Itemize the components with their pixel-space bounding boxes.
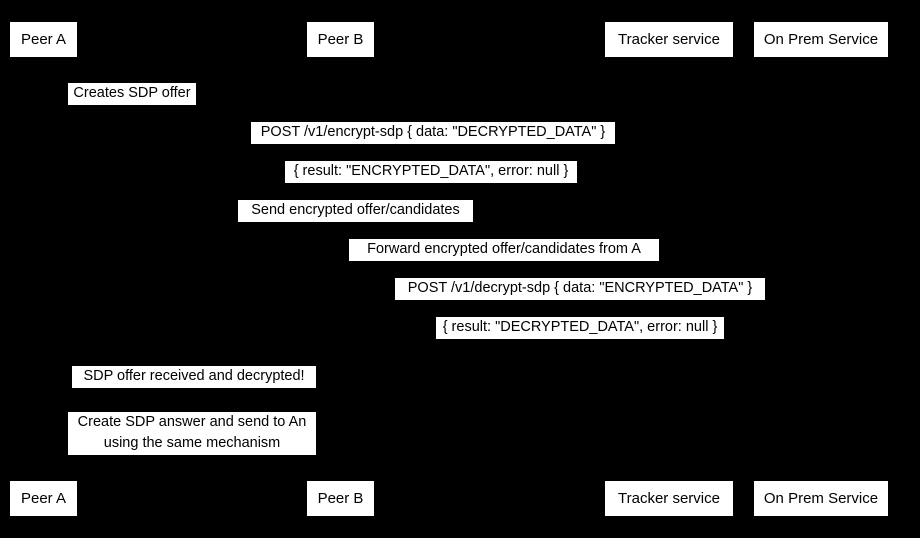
footer-participant-label-peer-b: Peer B: [317, 490, 364, 507]
header-participant-tracker-service[interactable]: Tracker service: [605, 22, 733, 57]
footer-participant-peer-a[interactable]: Peer A: [10, 481, 77, 516]
message-label-creates-sdp-offer: Creates SDP offer: [68, 83, 196, 105]
lifeline-on-prem-service: [821, 57, 822, 481]
note-create-sdp-answer: Create SDP answer and send to An using t…: [68, 412, 316, 455]
header-participant-label-tracker-service: Tracker service: [618, 31, 720, 48]
message-label-decrypt-sdp-result: { result: "DECRYPTED_DATA", error: null …: [436, 317, 724, 339]
header-participant-peer-b[interactable]: Peer B: [307, 22, 374, 57]
footer-participant-label-tracker-service: Tracker service: [618, 490, 720, 507]
footer-participant-label-peer-a: Peer A: [20, 490, 67, 507]
footer-participant-tracker-service[interactable]: Tracker service: [605, 481, 733, 516]
header-participant-label-peer-b: Peer B: [317, 31, 364, 48]
message-label-post-encrypt-sdp: POST /v1/encrypt-sdp { data: "DECRYPTED_…: [251, 122, 615, 144]
footer-participant-peer-b[interactable]: Peer B: [307, 481, 374, 516]
header-participant-peer-a[interactable]: Peer A: [10, 22, 77, 57]
footer-participant-label-on-prem-service: On Prem Service: [763, 490, 879, 507]
message-label-forward-encrypted-offer: Forward encrypted offer/candidates from …: [349, 239, 659, 261]
message-label-post-decrypt-sdp: POST /v1/decrypt-sdp { data: "ENCRYPTED_…: [395, 278, 765, 300]
lifeline-tracker-service: [669, 57, 670, 481]
header-participant-on-prem-service[interactable]: On Prem Service: [754, 22, 888, 57]
header-participant-label-peer-a: Peer A: [20, 31, 67, 48]
message-label-encrypt-sdp-result: { result: "ENCRYPTED_DATA", error: null …: [285, 161, 577, 183]
message-label-send-encrypted-offer: Send encrypted offer/candidates: [238, 200, 473, 222]
footer-participant-on-prem-service[interactable]: On Prem Service: [754, 481, 888, 516]
note-sdp-offer-received: SDP offer received and decrypted!: [72, 366, 316, 388]
lifeline-peer-a: [43, 57, 45, 481]
header-participant-label-on-prem-service: On Prem Service: [763, 31, 879, 48]
lifeline-peer-b: [340, 57, 342, 481]
